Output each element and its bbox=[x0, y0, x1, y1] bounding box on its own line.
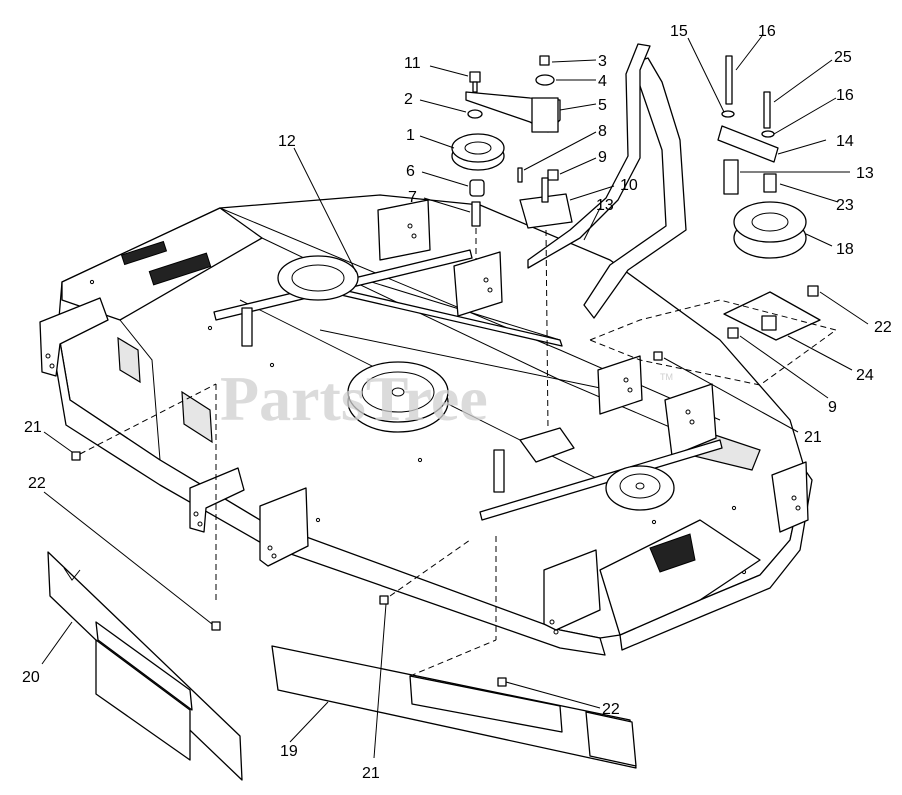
callout-22-bottom: 22 bbox=[602, 701, 620, 718]
callout-12: 12 bbox=[278, 133, 296, 150]
callout-4: 4 bbox=[598, 73, 607, 90]
right-spindle-pulley bbox=[605, 465, 675, 511]
callout-16-top: 15 bbox=[670, 23, 688, 40]
callout-20: 20 bbox=[22, 669, 40, 686]
callout-22-right: 22 bbox=[874, 319, 892, 336]
callout-16-right: 16 bbox=[836, 87, 854, 104]
callout-8: 8 bbox=[598, 123, 607, 140]
callout-25: 25 bbox=[834, 49, 852, 66]
callout-7: 7 bbox=[408, 189, 417, 206]
leader-lines bbox=[41, 35, 869, 759]
callout-22-left: 22 bbox=[28, 475, 46, 492]
callout-21-right: 21 bbox=[804, 429, 822, 446]
callout-18: 18 bbox=[836, 241, 854, 258]
callout-6: 6 bbox=[406, 163, 415, 180]
callout-21-left: 21 bbox=[24, 419, 42, 436]
callout-13: 13 bbox=[596, 197, 614, 214]
callout-labels: 11 2 1 6 7 3 4 5 8 9 10 13 12 15 16 25 1… bbox=[22, 23, 892, 782]
callout-17: 16 bbox=[758, 23, 776, 40]
callout-1: 1 bbox=[406, 127, 415, 144]
callout-3: 3 bbox=[598, 53, 607, 70]
tensioner-assembly bbox=[588, 55, 838, 386]
deck-idler-plate bbox=[519, 427, 575, 463]
callout-5: 5 bbox=[598, 97, 607, 114]
alignment-guides bbox=[79, 383, 497, 677]
deck-mount-brackets bbox=[39, 199, 809, 635]
callout-24: 24 bbox=[856, 367, 874, 384]
callout-21-bottom: 21 bbox=[362, 765, 380, 782]
callout-15: 14 bbox=[836, 133, 854, 150]
callout-9: 9 bbox=[598, 149, 607, 166]
left-spindle-pulley bbox=[277, 255, 359, 301]
idler-pulley-assembly bbox=[451, 55, 573, 431]
callout-2: 2 bbox=[404, 91, 413, 108]
watermark-tm: TM bbox=[660, 372, 673, 382]
watermark-text: PartsTree bbox=[220, 363, 488, 434]
callout-10: 10 bbox=[620, 177, 638, 194]
baffle-20 bbox=[47, 551, 243, 781]
callout-11: 11 bbox=[404, 55, 421, 72]
callout-19: 19 bbox=[280, 743, 298, 760]
baffle-19 bbox=[71, 351, 663, 769]
callout-14: 13 bbox=[856, 165, 874, 182]
callout-9-right: 9 bbox=[828, 399, 837, 416]
drive-belt bbox=[527, 43, 687, 319]
callout-23: 23 bbox=[836, 197, 854, 214]
center-spindle-pulley bbox=[347, 361, 449, 433]
